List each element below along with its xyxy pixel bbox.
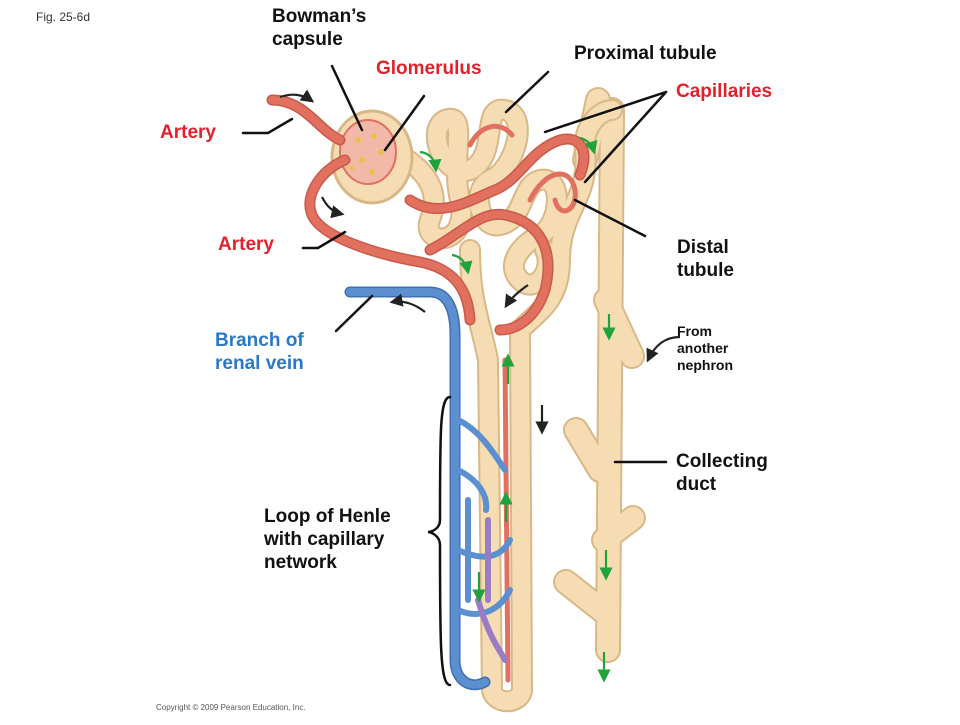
label-loop-of-henle: Loop of Henle with capillary network xyxy=(264,506,391,573)
label-bowmans-capsule: Bowman’s capsule xyxy=(272,6,367,50)
bowmans-capsule xyxy=(330,109,414,205)
figure-id: Fig. 25-6d xyxy=(36,10,91,24)
label-proximal-tubule: Proximal tubule xyxy=(574,43,717,64)
label-collecting-duct: Collecting duct xyxy=(676,451,768,495)
flow-arrows xyxy=(279,89,681,683)
label-capillaries: Capillaries xyxy=(676,81,773,102)
venous-vessels xyxy=(344,286,513,691)
leader-lines xyxy=(241,64,668,687)
label-artery-lower: Artery xyxy=(218,234,274,255)
arterial-vessels xyxy=(266,94,590,683)
collecting-duct xyxy=(553,87,646,663)
label-branch-of-renal-vein: Branch of renal vein xyxy=(215,330,304,374)
copyright-notice: Copyright © 2009 Pearson Education, Inc. xyxy=(156,703,306,712)
label-glomerulus: Glomerulus xyxy=(376,58,482,79)
label-from-another-nephron: From another nephron xyxy=(677,323,733,373)
label-artery-top: Artery xyxy=(160,122,216,143)
glomerulus-knot xyxy=(349,133,384,175)
label-distal-tubule: Distal tubule xyxy=(677,237,734,281)
